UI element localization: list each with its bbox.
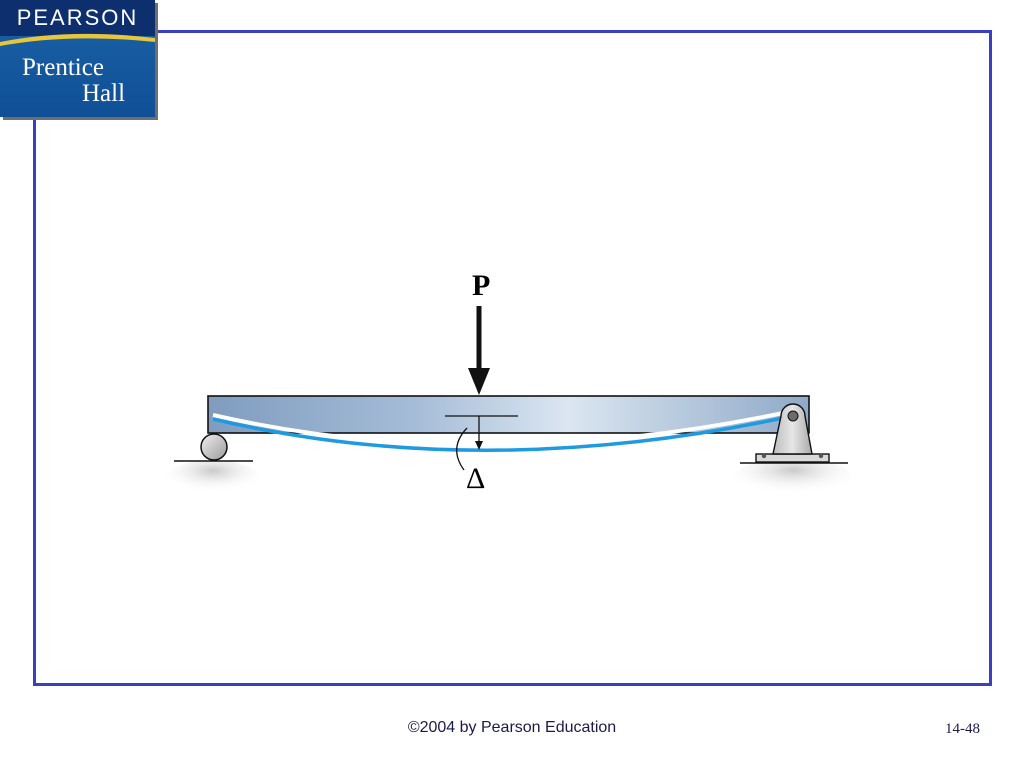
publisher-logo: PEARSON Prentice Hall	[0, 0, 155, 117]
load-arrowhead	[468, 368, 490, 395]
logo-prentice-text: Prentice	[22, 54, 104, 81]
logo-hall-text: Hall	[82, 80, 126, 107]
slide-frame	[33, 30, 992, 686]
pin-support	[740, 403, 848, 464]
logo-header-band	[0, 0, 155, 36]
deflection-arrowhead	[475, 441, 483, 450]
logo-pearson-text: PEARSON	[16, 5, 139, 30]
deflection-label: Δ	[466, 462, 485, 495]
deflected-shape-curve	[212, 416, 784, 452]
copyright-footer: ©2004 by Pearson Education	[407, 719, 617, 736]
left-ground-shadow	[167, 460, 259, 496]
roller-support	[200, 433, 228, 461]
deflected-shape-highlight	[212, 411, 784, 447]
logo-swoosh-icon	[0, 33, 155, 46]
beam	[207, 395, 810, 434]
slide-number: 14-48	[945, 721, 980, 737]
right-ground-shadow	[733, 458, 853, 498]
deflection-leader-line	[456, 427, 468, 471]
load-label: P	[472, 269, 490, 302]
